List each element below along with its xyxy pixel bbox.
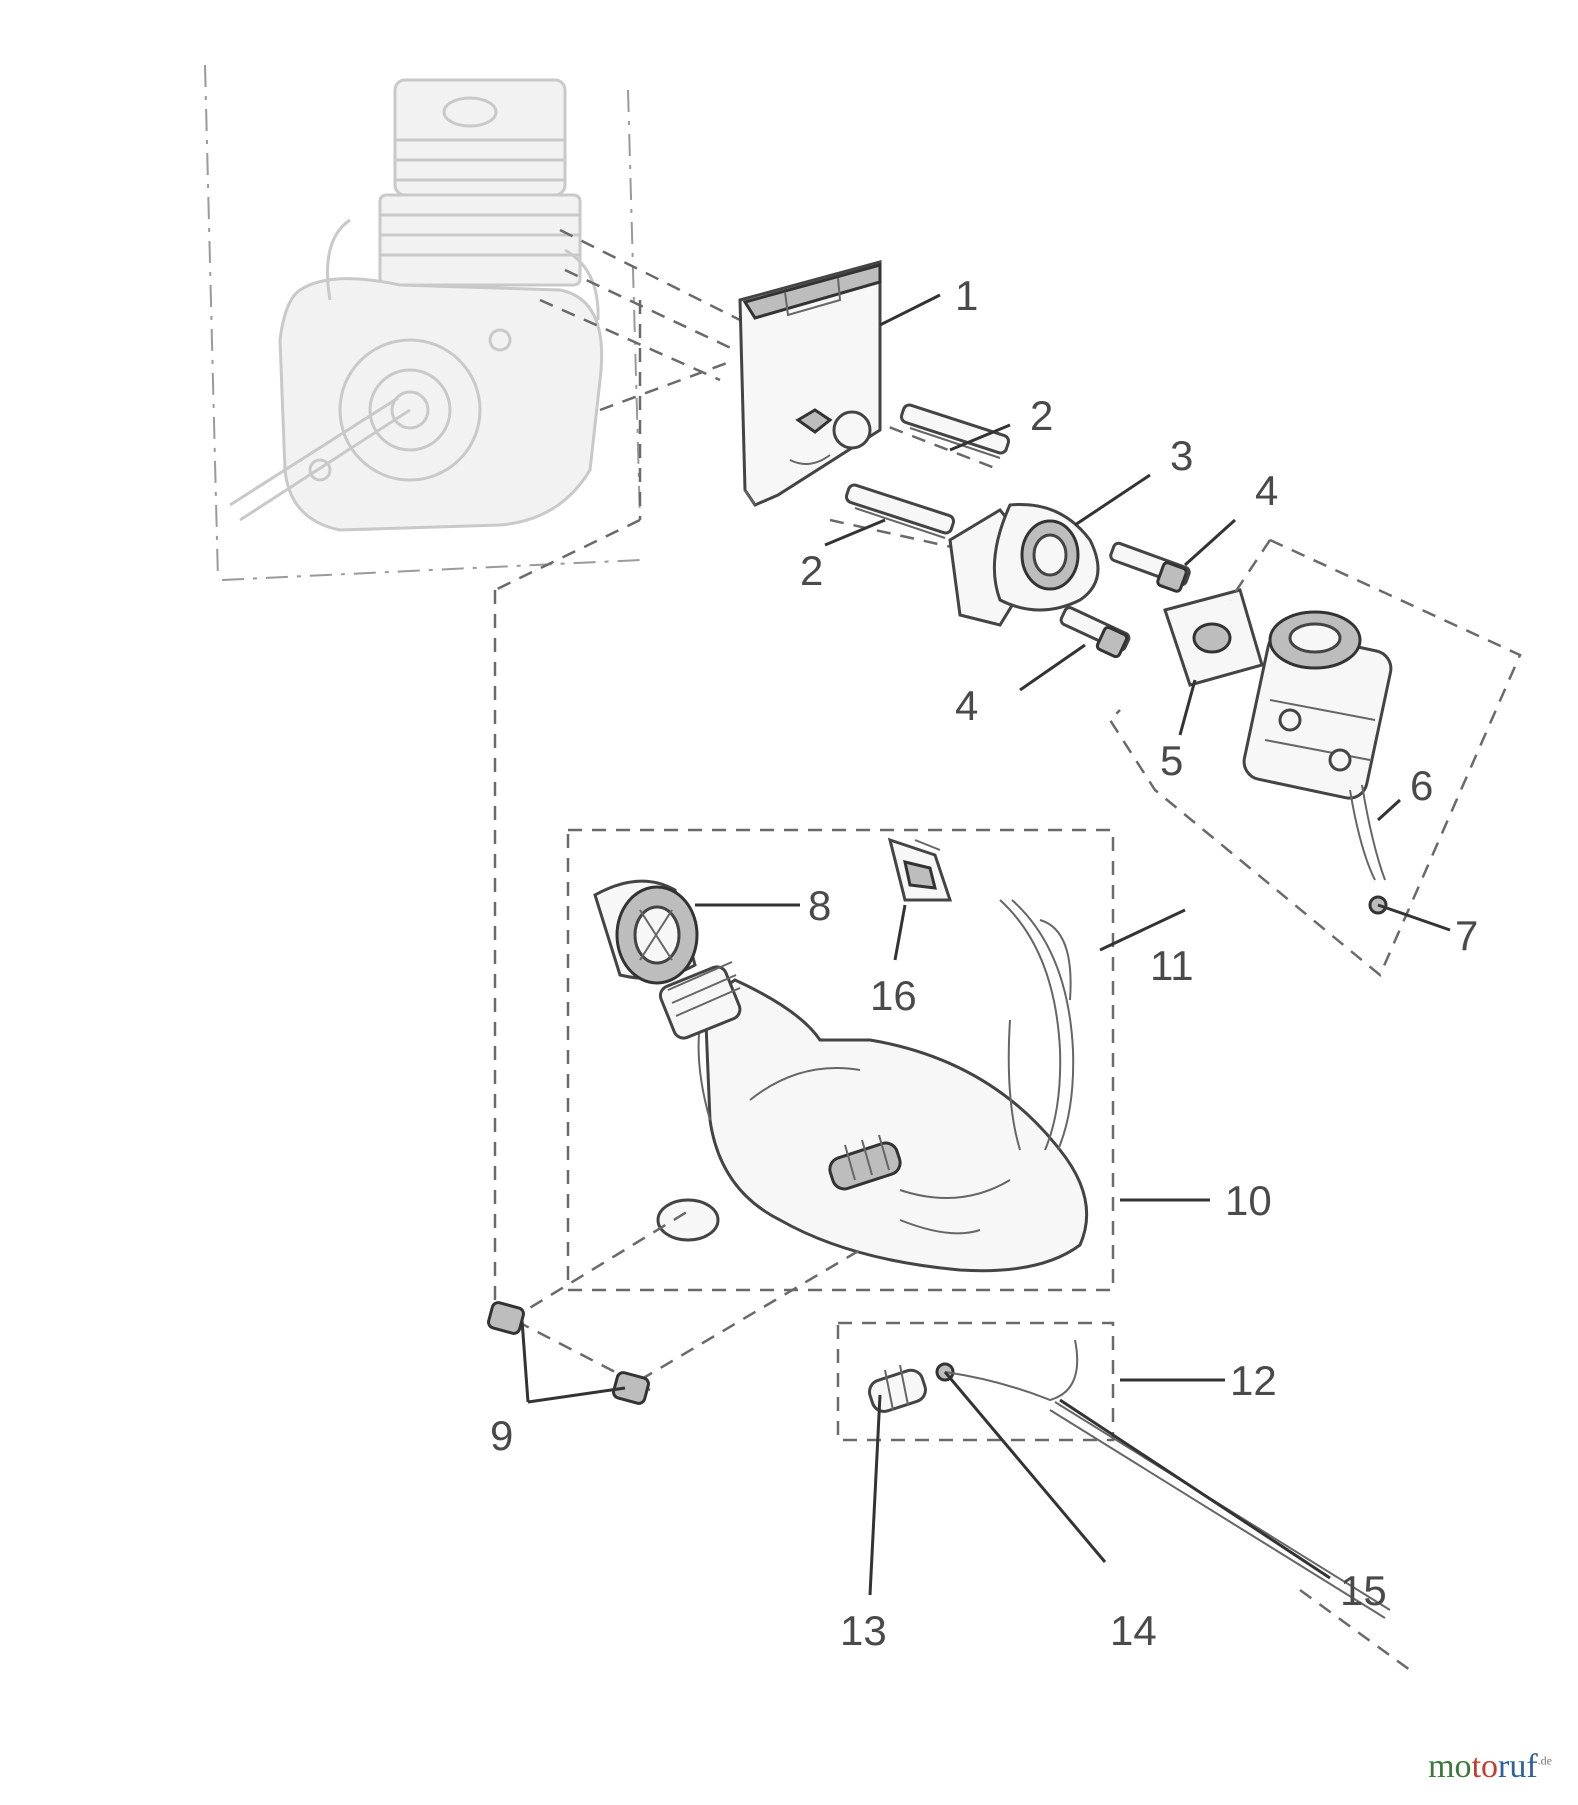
part-10-fuel-tank bbox=[656, 899, 1089, 1273]
part-15-fuel-line bbox=[944, 1339, 1411, 1672]
label-4-lower: 4 bbox=[955, 682, 978, 729]
label-7: 7 bbox=[1455, 912, 1478, 959]
label-15: 15 bbox=[1340, 1567, 1387, 1614]
part-16-vent bbox=[887, 837, 953, 902]
part-6-carburetor bbox=[1108, 538, 1522, 978]
label-8: 8 bbox=[808, 882, 831, 929]
part-9-grommets bbox=[487, 1301, 650, 1405]
watermark-part-1: mo bbox=[1428, 1748, 1472, 1785]
engine-ghost bbox=[204, 64, 641, 581]
label-9: 9 bbox=[490, 1412, 513, 1459]
label-4-upper: 4 bbox=[1255, 467, 1278, 514]
part-4-bolts bbox=[1059, 541, 1191, 659]
label-12: 12 bbox=[1230, 1357, 1277, 1404]
label-3: 3 bbox=[1170, 432, 1193, 479]
alignment-lines bbox=[493, 228, 1011, 1392]
part-5-gasket bbox=[1163, 588, 1264, 687]
label-13: 13 bbox=[840, 1607, 887, 1654]
part-13-fuel-filter bbox=[867, 1364, 927, 1413]
tank-assembly-boundary bbox=[566, 828, 1115, 1292]
filter-assembly-boundary bbox=[836, 1321, 1115, 1442]
watermark-part-3: ruf bbox=[1498, 1748, 1538, 1785]
label-11: 11 bbox=[1150, 942, 1194, 989]
label-16: 16 bbox=[870, 972, 917, 1019]
label-5: 5 bbox=[1160, 737, 1183, 784]
watermark-part-2: to bbox=[1471, 1748, 1499, 1785]
watermark: motoruf.de bbox=[1428, 1748, 1552, 1786]
part-3-intake-manifold bbox=[948, 502, 1100, 627]
label-14: 14 bbox=[1110, 1607, 1157, 1654]
label-1: 1 bbox=[955, 272, 978, 319]
callout-labels: 1 2 2 3 4 4 5 6 7 8 9 10 11 12 13 14 15 … bbox=[490, 272, 1478, 1654]
watermark-suffix: .de bbox=[1537, 1753, 1552, 1768]
part-1-insulator-plate bbox=[738, 260, 882, 507]
label-2-upper: 2 bbox=[1030, 392, 1053, 439]
label-2-lower: 2 bbox=[800, 547, 823, 594]
label-10: 10 bbox=[1225, 1177, 1272, 1224]
part-8-fuel-cap bbox=[593, 879, 699, 985]
part-2-studs bbox=[844, 403, 1011, 539]
tank-mount-lines bbox=[509, 1208, 861, 1382]
label-6: 6 bbox=[1410, 762, 1433, 809]
leader-lines bbox=[520, 293, 1451, 1596]
